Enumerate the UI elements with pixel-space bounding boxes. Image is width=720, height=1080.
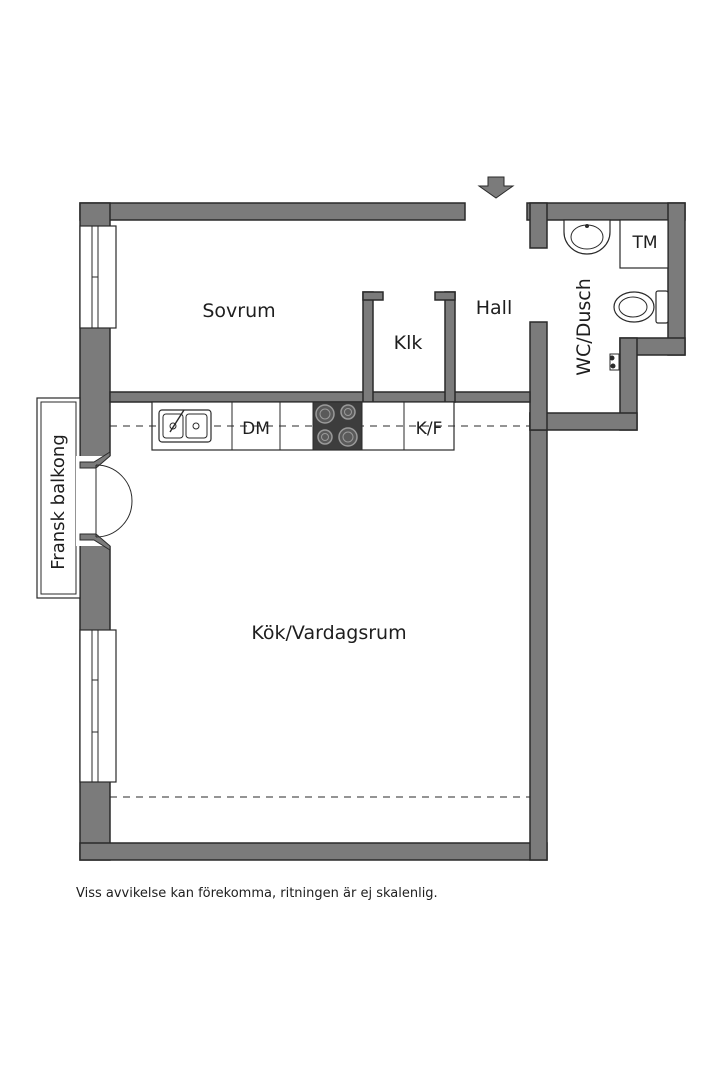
- bathroom-west-wall: [529, 321, 548, 431]
- bedroom-south-wall: [109, 391, 531, 403]
- french-balcony: Fransk balkong: [36, 397, 133, 599]
- windows: [79, 225, 117, 783]
- toilet-icon: [613, 290, 669, 324]
- bathroom-label: WC/Dusch: [573, 278, 595, 376]
- top-wall-left: [79, 202, 466, 221]
- disclaimer: Viss avvikelse kan förekomma, ritningen …: [76, 886, 438, 901]
- washbasin-icon: [563, 219, 611, 255]
- laundry-label: TM: [631, 233, 657, 253]
- closet-east-wall: [444, 291, 456, 403]
- closet-west-stub: [362, 291, 384, 301]
- shower-tap-icon: [609, 353, 620, 371]
- closet-east-stub: [434, 291, 456, 301]
- top-wall-right: [526, 202, 686, 221]
- bathroom-fixtures: TM: [563, 219, 669, 371]
- entrance-arrow-icon: [477, 176, 515, 199]
- stove-icon: [312, 401, 363, 451]
- kitchen-sink-icon: [158, 409, 212, 443]
- bedroom-label: Sovrum: [202, 300, 275, 322]
- bottom-wall: [79, 842, 548, 861]
- laundry-cabinet: [619, 219, 669, 269]
- closet-label: Klk: [394, 332, 423, 354]
- bathroom-east-wall: [667, 202, 686, 356]
- kitchen-living-label: Kök/Vardagsrum: [251, 622, 406, 644]
- hall-label: Hall: [476, 297, 513, 319]
- right-wall: [529, 412, 548, 861]
- dishwasher-label: DM: [242, 419, 270, 439]
- bathroom-door-jamb-top: [529, 202, 548, 249]
- balcony-label: Fransk balkong: [48, 434, 69, 570]
- closet-west-wall: [362, 291, 374, 403]
- fridge-freezer-label: K/F: [416, 419, 443, 439]
- kitchen-counter: DM K/F: [110, 401, 530, 451]
